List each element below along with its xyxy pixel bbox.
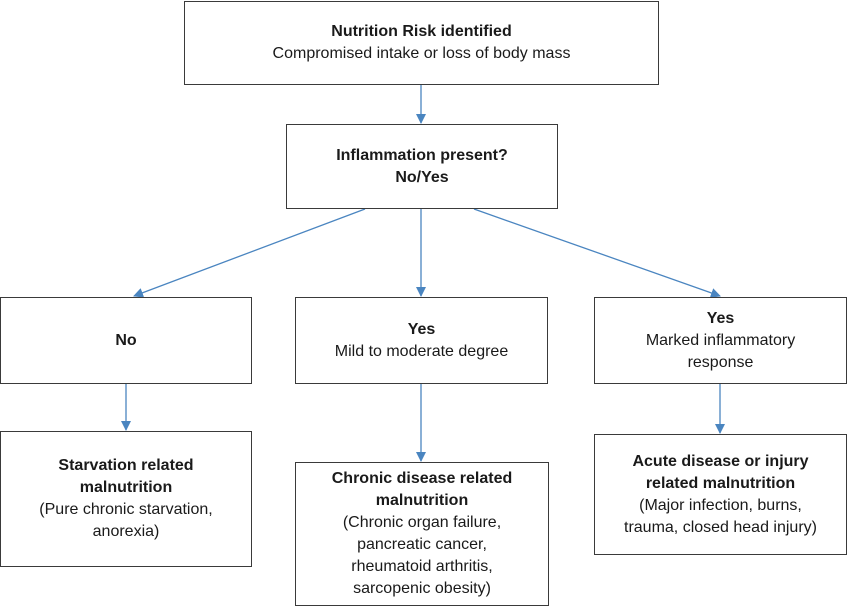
node-title-line2: No/Yes: [395, 168, 449, 186]
node-text: sarcopenic obesity): [353, 580, 491, 597]
node-title-line2: malnutrition: [375, 492, 469, 509]
node-chronic-disease-malnutrition: Chronic disease related malnutrition (Ch…: [295, 462, 549, 606]
node-text: (Pure chronic starvation,: [39, 501, 213, 518]
node-text: Mild to moderate degree: [334, 342, 509, 360]
arrow-inflammation-to-marked: [473, 208, 721, 298]
node-text: (Major infection, burns,: [639, 496, 802, 514]
node-text: anorexia): [92, 523, 160, 540]
node-text: pancreatic cancer,: [357, 536, 487, 553]
node-text: (Chronic organ failure,: [342, 514, 502, 531]
node-title: Inflammation present?: [336, 146, 508, 164]
node-title: Acute disease or injury: [632, 452, 809, 470]
node-title: Chronic disease related: [331, 470, 513, 487]
node-yes-marked: Yes Marked inflammatory response: [594, 297, 847, 384]
node-no: No: [0, 297, 252, 384]
node-title: Starvation related: [58, 457, 194, 474]
arrow-inflammation-to-no: [133, 208, 366, 298]
node-title-line2: malnutrition: [79, 479, 173, 496]
node-text: Marked inflammatory: [645, 331, 796, 349]
node-starvation-malnutrition: Starvation related malnutrition (Pure ch…: [0, 431, 252, 567]
node-title: Yes: [407, 320, 436, 338]
node-yes-mild: Yes Mild to moderate degree: [295, 297, 548, 384]
node-title: No: [115, 331, 137, 349]
node-nutrition-risk: Nutrition Risk identified Compromised in…: [184, 1, 659, 85]
node-text: Compromised intake or loss of body mass: [272, 45, 571, 62]
node-title: Yes: [706, 309, 735, 327]
node-inflammation-present: Inflammation present? No/Yes: [286, 124, 558, 209]
node-text: trauma, closed head injury): [624, 518, 817, 536]
node-text: response: [687, 353, 754, 371]
node-title-line2: related malnutrition: [645, 474, 796, 492]
node-text: rheumatoid arthritis,: [351, 558, 493, 575]
node-title: Nutrition Risk identified: [331, 23, 512, 40]
node-acute-disease-malnutrition: Acute disease or injury related malnutri…: [594, 434, 847, 555]
